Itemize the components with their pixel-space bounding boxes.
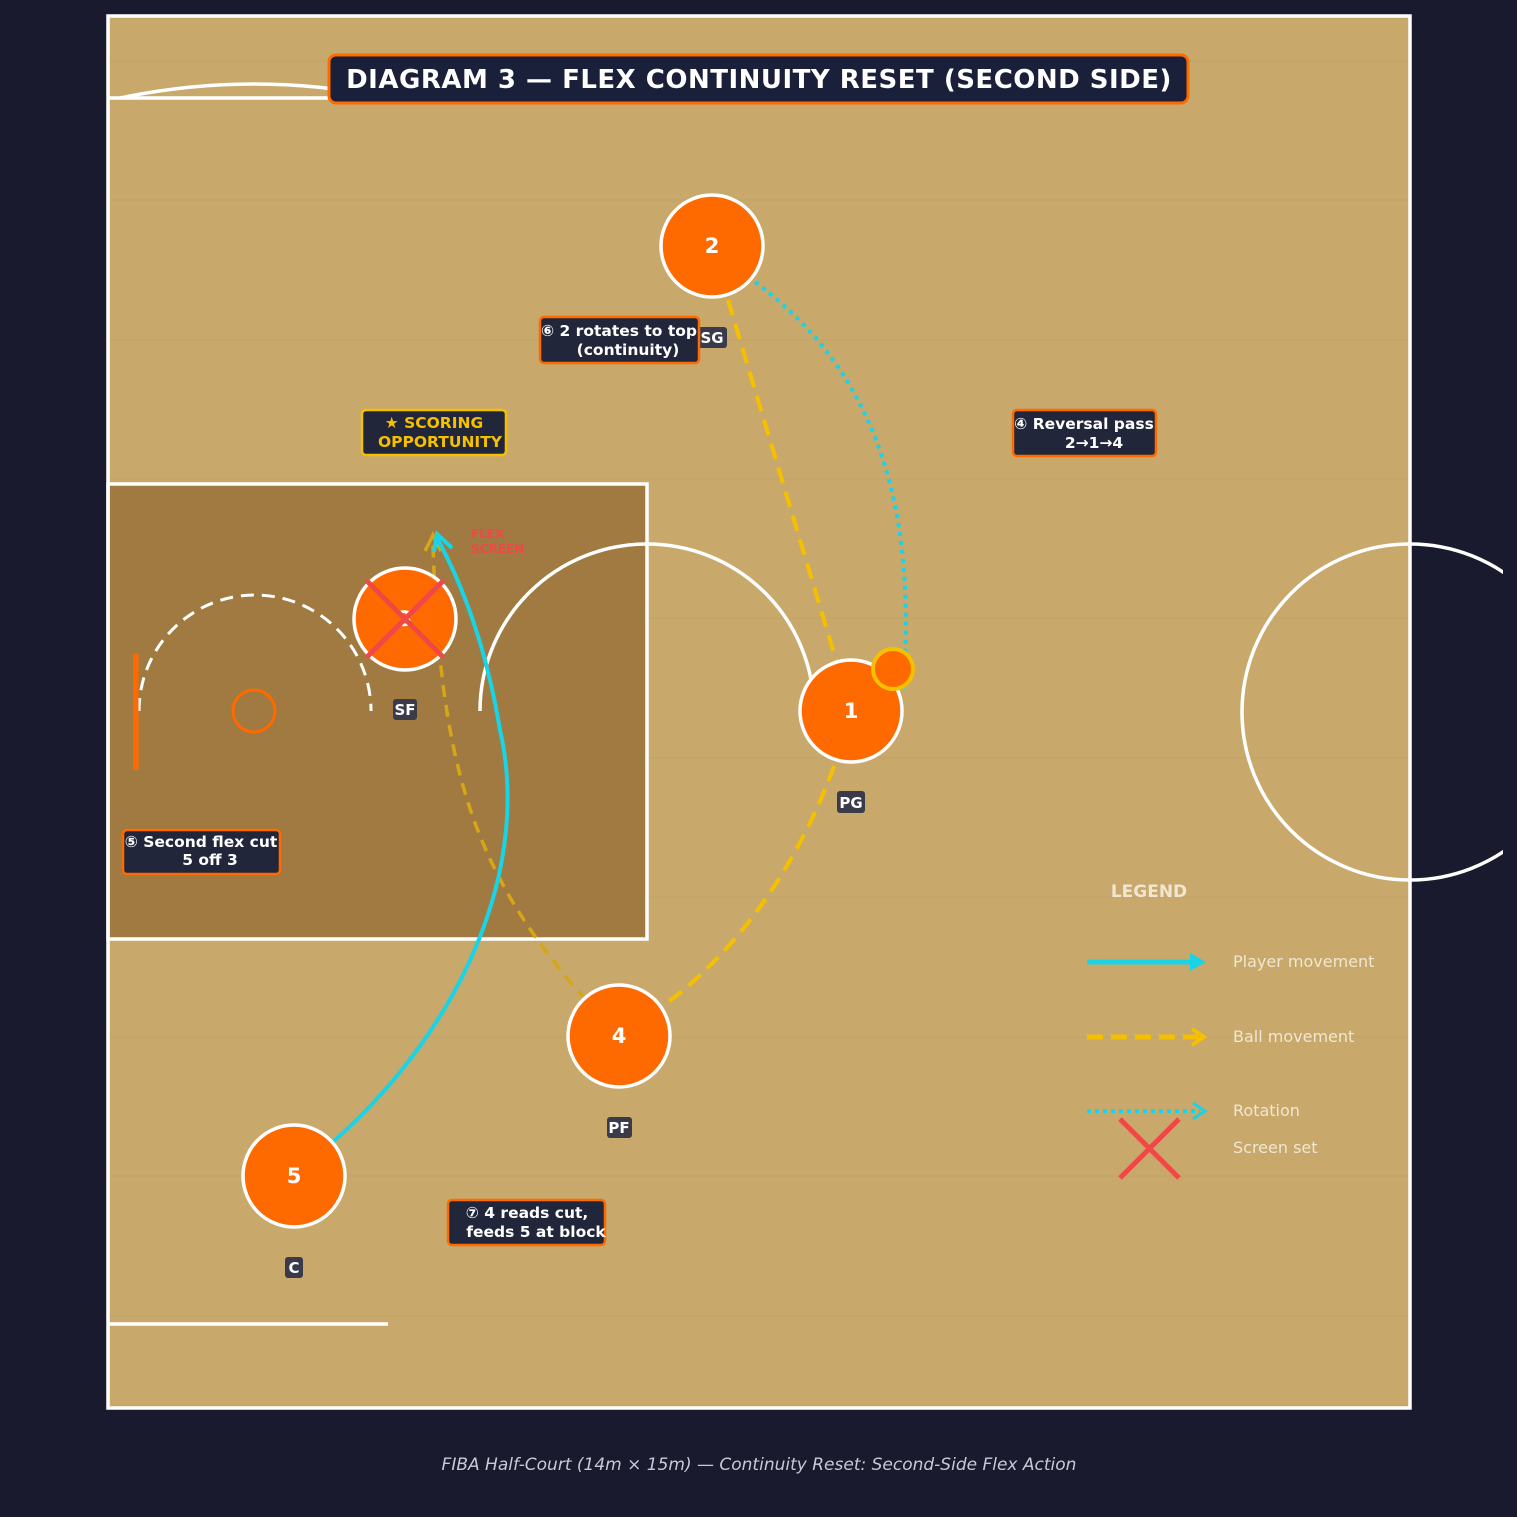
player-5-position: C [288, 1259, 299, 1277]
svg-text:(continuity): (continuity) [577, 341, 680, 359]
rotation-note: ⑥ 2 rotates to top (continuity) [538, 315, 701, 365]
reversal-note: ④ Reversal pass 2→1→4 [1011, 408, 1158, 458]
svg-text:FLEX: FLEX [471, 527, 505, 541]
screen-x-icon [365, 579, 445, 659]
player-5-number: 5 [287, 1164, 302, 1188]
players: 2 SG 3 SF 1 PG 4 PF [241, 193, 915, 1278]
legend-item-screen-set: Screen set [1118, 1117, 1318, 1180]
svg-text:Ball movement: Ball movement [1233, 1027, 1354, 1046]
ball-icon [871, 647, 915, 691]
svg-text:2→1→4: 2→1→4 [1065, 434, 1124, 452]
scoring-opportunity-badge: ★ SCORING OPPORTUNITY [360, 408, 508, 457]
diagram-caption: FIBA Half-Court (14m × 15m) — Continuity… [442, 1455, 1077, 1475]
player-1-number: 1 [844, 699, 859, 723]
player-4[interactable]: 4 PF [566, 983, 672, 1138]
page-title: DIAGRAM 3 — FLEX CONTINUITY RESET (SECON… [346, 65, 1172, 95]
player-4-token [566, 983, 672, 1089]
flex-screen-label: FLEX SCREEN [471, 527, 524, 556]
svg-text:★ SCORING: ★ SCORING [385, 414, 483, 432]
second-cut-note: ⑤ Second flex cut 5 off 3 [121, 828, 282, 876]
svg-text:Player movement: Player movement [1233, 952, 1374, 971]
legend-item-player-movement: Player movement [1087, 952, 1374, 971]
annotations: FLEX SCREEN ④ Reversal pass 2→1→4 ⑤ Seco… [121, 315, 1158, 1247]
legend-item-ball-movement: Ball movement [1087, 1027, 1354, 1047]
svg-text:Screen set: Screen set [1233, 1138, 1318, 1157]
player-4-position-badge [607, 1117, 632, 1138]
player-2-token [659, 193, 765, 299]
svg-text:OPPORTUNITY: OPPORTUNITY [378, 433, 503, 451]
legend: LEGEND Player movement Ball movement Rot… [1087, 882, 1374, 1180]
legend-item-rotation: Rotation [1087, 1101, 1300, 1121]
player-5-token [241, 1123, 347, 1229]
ball-path-1-to-4 [662, 765, 836, 1007]
svg-text:feeds 5 at block: feeds 5 at block [466, 1223, 606, 1241]
title-banner: DIAGRAM 3 — FLEX CONTINUITY RESET (SECON… [327, 53, 1190, 105]
ball-path-2-to-1 [726, 299, 838, 661]
flex-cut-arrowhead [432, 529, 454, 553]
player-5[interactable]: 5 C [241, 1123, 347, 1278]
rotation-path [753, 280, 908, 691]
svg-text:SCREEN: SCREEN [471, 542, 524, 556]
player-4-number: 4 [612, 1024, 627, 1048]
player-1[interactable]: 1 PG [798, 647, 915, 813]
player-5-position-badge [285, 1257, 303, 1278]
feed-note: ⑦ 4 reads cut, feeds 5 at block [446, 1198, 606, 1247]
svg-text:⑤ Second flex cut: ⑤ Second flex cut [125, 833, 278, 851]
player-4-position: PF [608, 1119, 629, 1137]
legend-title: LEGEND [1111, 882, 1187, 902]
hoop [231, 688, 277, 734]
player-2-number: 2 [705, 234, 720, 258]
screen-x-icon [1118, 1117, 1181, 1180]
player-3-position: SF [394, 701, 415, 719]
svg-text:④ Reversal pass: ④ Reversal pass [1014, 415, 1154, 433]
player-2-position-badge [697, 327, 727, 348]
player-2[interactable]: 2 SG [659, 193, 765, 348]
free-throw-circle [478, 542, 816, 712]
court-boundary [106, 14, 1412, 1410]
center-circle [1240, 542, 1503, 882]
svg-text:⑦ 4 reads cut,: ⑦ 4 reads cut, [466, 1204, 589, 1222]
player-3-position-badge [393, 699, 417, 720]
player-2-position: SG [700, 329, 723, 347]
ball-path-4-to-5-arrowhead [423, 531, 443, 552]
player-1-position: PG [839, 794, 862, 812]
restricted-area-arc [137, 593, 373, 712]
flex-cut-path [331, 537, 510, 1144]
svg-text:5 off 3: 5 off 3 [182, 851, 238, 869]
player-1-token [798, 658, 904, 764]
player-1-position-badge [837, 791, 865, 813]
svg-text:Rotation: Rotation [1233, 1101, 1300, 1120]
svg-text:⑥ 2 rotates to top: ⑥ 2 rotates to top [541, 322, 697, 340]
player-3[interactable]: 3 SF [352, 566, 458, 720]
